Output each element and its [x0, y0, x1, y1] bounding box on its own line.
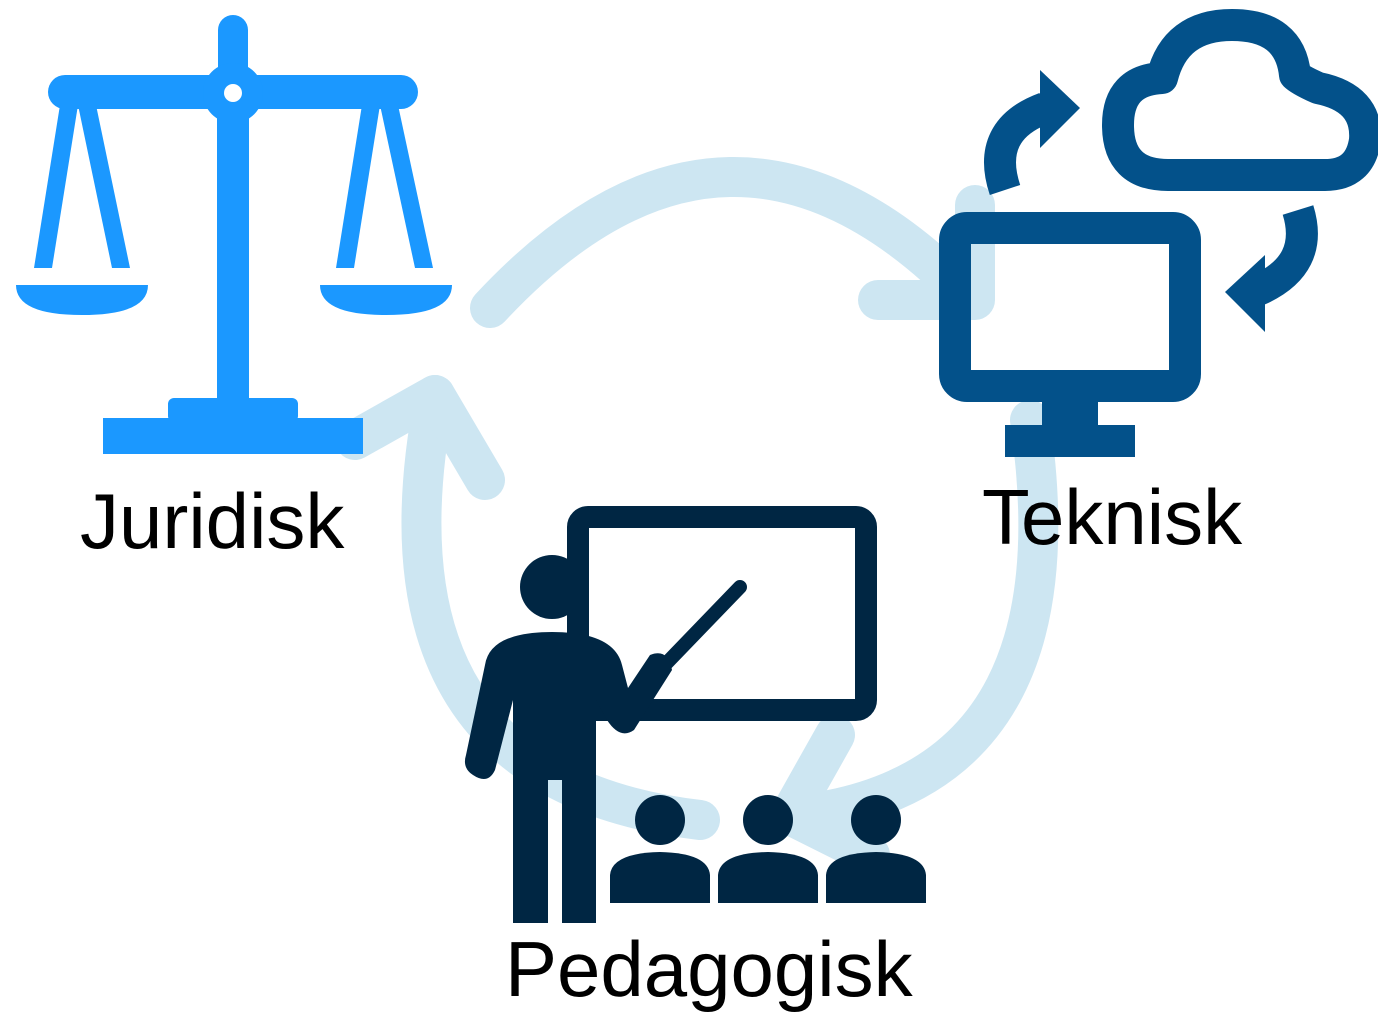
whiteboard-icon — [567, 506, 877, 721]
cycle-arrows — [335, 157, 1059, 875]
cloud-icon — [1102, 9, 1378, 191]
cycle-arrow-left-head — [335, 375, 505, 500]
label-pedagogisk: Pedagogisk — [505, 925, 913, 1013]
student-head-icon — [851, 795, 901, 845]
student-head-icon — [743, 795, 793, 845]
student-body-icon — [718, 852, 818, 903]
sync-arrow-bottom-head — [1225, 255, 1265, 332]
label-teknisk: Teknisk — [982, 473, 1243, 561]
scales-pivot-hole — [224, 84, 242, 102]
cycle-arrow-right — [810, 400, 1059, 830]
scales-of-justice-icon — [16, 15, 452, 454]
cycle-arrow-top — [470, 157, 990, 328]
sync-arrow-top-icon — [984, 92, 1052, 196]
student-head-icon — [635, 795, 685, 845]
sync-arrow-bottom-icon — [1251, 205, 1318, 305]
teacher-head-icon — [520, 555, 584, 619]
monitor-icon — [939, 212, 1201, 402]
student-body-icon — [610, 852, 710, 903]
teacher-classroom-icon — [464, 506, 926, 923]
label-juridisk: Juridisk — [80, 477, 345, 565]
teacher-body-icon — [464, 632, 672, 923]
cycle-arrow-left — [401, 375, 720, 840]
sync-arrow-top-head — [1040, 70, 1080, 148]
student-body-icon — [826, 852, 926, 903]
computer-cloud-sync-icon — [939, 9, 1378, 457]
